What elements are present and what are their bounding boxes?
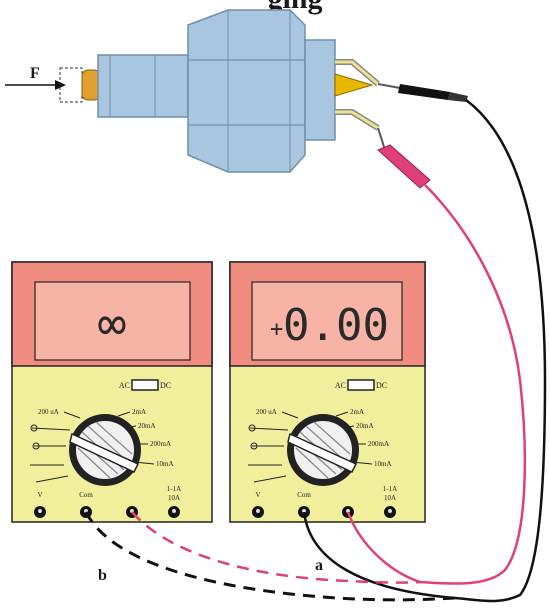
range-label-right-3-r: 10mA bbox=[374, 460, 392, 468]
black-lead-wire bbox=[454, 98, 547, 603]
display-window-right bbox=[251, 281, 403, 361]
jack-label-right-v: V bbox=[255, 491, 260, 499]
range-label-left-0-r: 200 uA bbox=[256, 408, 277, 416]
force-label: F bbox=[30, 65, 40, 82]
range-label-right-1: 20mA bbox=[138, 422, 156, 430]
jack-label-left-com: Com bbox=[79, 491, 93, 499]
multimeter-right: + 0.00 AC DC 200 uA 2mA 20mA 200mA 10mA bbox=[229, 261, 426, 523]
range-label-left-0: 200 uA bbox=[38, 408, 59, 416]
jack-label-left-ma: 1-1A bbox=[167, 485, 181, 493]
black-lead-right-meter bbox=[302, 511, 456, 600]
range-label-right-0: 2mA bbox=[132, 408, 146, 416]
dc-label-right: DC bbox=[376, 381, 387, 390]
plunger bbox=[59, 67, 101, 103]
force-arrow: F bbox=[5, 65, 66, 90]
jack-label-right-ma: 1-1A bbox=[383, 485, 397, 493]
ac-label-left: AC bbox=[119, 381, 130, 390]
red-lead-left-meter-dashed bbox=[131, 511, 421, 584]
red-lead-right-meter bbox=[346, 511, 421, 584]
pressure-switch-body bbox=[97, 9, 336, 173]
jack-label-left-10a: 10A bbox=[168, 494, 180, 502]
red-lead-wire bbox=[419, 184, 527, 585]
display-reading-left: ∞ bbox=[98, 296, 127, 352]
rotary-dial-left[interactable] bbox=[69, 414, 141, 486]
display-reading-right: 0.00 bbox=[283, 300, 389, 351]
multimeter-left: ∞ AC DC 200 uA 2mA 20mA 200mA 10mA bbox=[11, 261, 213, 523]
acdc-switch-left[interactable] bbox=[131, 379, 159, 391]
black-lead-left-meter-dashed bbox=[84, 511, 456, 602]
range-label-right-2: 200mA bbox=[150, 440, 171, 448]
range-label-right-1-r: 20mA bbox=[356, 422, 374, 430]
acdc-switch-right[interactable] bbox=[347, 379, 375, 391]
label-b: b bbox=[98, 567, 107, 584]
display-window-left bbox=[34, 281, 191, 361]
switch-terminals bbox=[334, 59, 380, 131]
dc-label-left: DC bbox=[160, 381, 171, 390]
rotary-dial-right[interactable] bbox=[287, 414, 359, 486]
display-sign-right: + bbox=[270, 317, 283, 342]
label-a: a bbox=[315, 557, 323, 574]
jack-label-left-v: V bbox=[37, 491, 42, 499]
red-probe bbox=[377, 127, 431, 189]
range-label-right-2-r: 200mA bbox=[368, 440, 389, 448]
range-label-right-0-r: 2mA bbox=[350, 408, 364, 416]
jack-label-right-com: Com bbox=[297, 491, 311, 499]
black-probe bbox=[377, 83, 468, 102]
jack-label-right-10a: 10A bbox=[384, 494, 396, 502]
ac-label-right: AC bbox=[335, 381, 346, 390]
range-label-right-3: 10mA bbox=[156, 460, 174, 468]
